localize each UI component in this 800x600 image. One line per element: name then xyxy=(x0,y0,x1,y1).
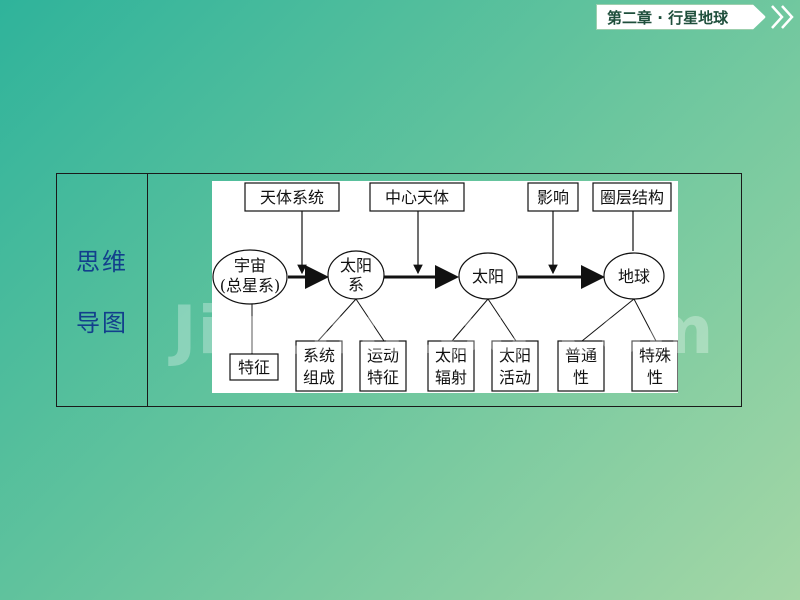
node-yuzhou xyxy=(212,249,288,305)
text-huodong-2: 活动 xyxy=(499,368,531,387)
box-tezheng xyxy=(229,353,279,381)
text-xitong-2: 组成 xyxy=(303,368,335,387)
text-huodong-1: 太阳 xyxy=(499,346,531,365)
text-tezheng: 特征 xyxy=(238,358,270,377)
text-yingxiang: 影响 xyxy=(537,188,569,207)
text-yuzhou-1: 宇宙 xyxy=(234,256,266,275)
text-fushe-2: 辐射 xyxy=(435,368,467,387)
chapter-tab[interactable]: 第二章 · 行星地球 xyxy=(596,4,766,30)
text-zhongxin: 中心天体 xyxy=(385,188,449,207)
text-putong-2: 性 xyxy=(573,368,589,387)
box-taiyang-huodong xyxy=(491,340,539,392)
section-label: 思维 导图 xyxy=(57,174,147,406)
box-quanceng-jiegou xyxy=(592,182,672,212)
box-putongxing xyxy=(557,340,605,392)
text-xitong-1: 系统 xyxy=(303,346,335,365)
text-yundong-1: 运动 xyxy=(367,346,399,365)
box-teshuxing xyxy=(631,340,678,392)
chapter-tab-label: 第二章 · 行星地球 xyxy=(607,8,729,27)
node-taiyang xyxy=(458,252,518,300)
box-yundong-tezheng xyxy=(359,340,407,392)
label-divider xyxy=(147,174,148,406)
section-label-line2: 导图 xyxy=(76,309,128,337)
box-taiyang-fushe xyxy=(427,340,475,392)
mind-map-svg: 天体系统 中心天体 影响 圈层结构 宇宙 (总星系) 太阳 系 太阳 地球 特征… xyxy=(212,182,678,392)
text-fushe-1: 太阳 xyxy=(435,346,467,365)
text-putong-1: 普通 xyxy=(565,346,597,365)
text-taiyang: 太阳 xyxy=(472,267,504,286)
node-taiyangxi xyxy=(327,250,385,300)
text-taiyangxi-1: 太阳 xyxy=(340,256,372,275)
mind-map-diagram: 天体系统 中心天体 影响 圈层结构 宇宙 (总星系) 太阳 系 太阳 地球 特征… xyxy=(212,181,678,393)
text-teshu-2: 性 xyxy=(647,368,663,387)
chevron-right-icon xyxy=(771,5,794,29)
text-taiyangxi-2: 系 xyxy=(348,275,364,294)
box-zhongxin-tianti xyxy=(369,182,465,212)
text-quanceng: 圈层结构 xyxy=(600,188,664,207)
box-xitong-zucheng xyxy=(295,340,343,392)
text-teshu-1: 特殊 xyxy=(639,346,671,365)
box-yingxiang xyxy=(527,182,579,212)
box-tianti-xitong xyxy=(244,182,340,212)
mindmap-frame: 思维 导图 xyxy=(56,173,742,407)
section-label-line1: 思维 xyxy=(76,248,128,276)
text-diqiu: 地球 xyxy=(618,267,650,286)
text-yuzhou-2: (总星系) xyxy=(220,276,281,295)
node-diqiu xyxy=(603,252,665,300)
text-yundong-2: 特征 xyxy=(367,368,399,387)
text-tianti: 天体系统 xyxy=(260,188,324,207)
